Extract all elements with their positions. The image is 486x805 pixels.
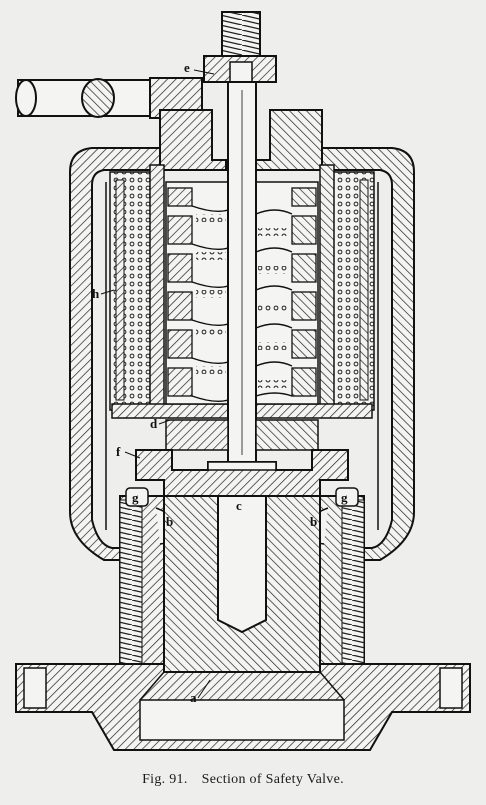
label-c: c [236,498,242,513]
label-f: f [116,444,121,459]
label-g-right: g [341,490,348,505]
label-d: d [150,416,158,431]
figure-number: Fig. 91. [142,772,188,787]
lower-spring-plate [165,419,319,451]
label-a: a [190,690,197,705]
valve-plug [163,495,321,673]
label-g-left: g [132,490,139,505]
valve-body [119,487,365,676]
top-nut-and-stem [203,11,277,83]
part-labels: e h d f g g b b c a [92,60,348,705]
lever-arm [15,77,203,119]
figure-caption: Fig. 91. Section of Safety Valve. [0,772,486,788]
label-h: h [92,286,100,301]
label-e: e [184,60,190,75]
base-flange [15,663,471,751]
label-b-right: b [310,514,317,529]
spindle [227,81,257,463]
label-b-left: b [166,514,173,529]
valve-disc [135,449,349,497]
outer-casing [69,147,415,561]
inner-spring [165,181,319,405]
inner-spring-housing [111,164,373,419]
figure-title: Section of Safety Valve. [201,772,344,787]
